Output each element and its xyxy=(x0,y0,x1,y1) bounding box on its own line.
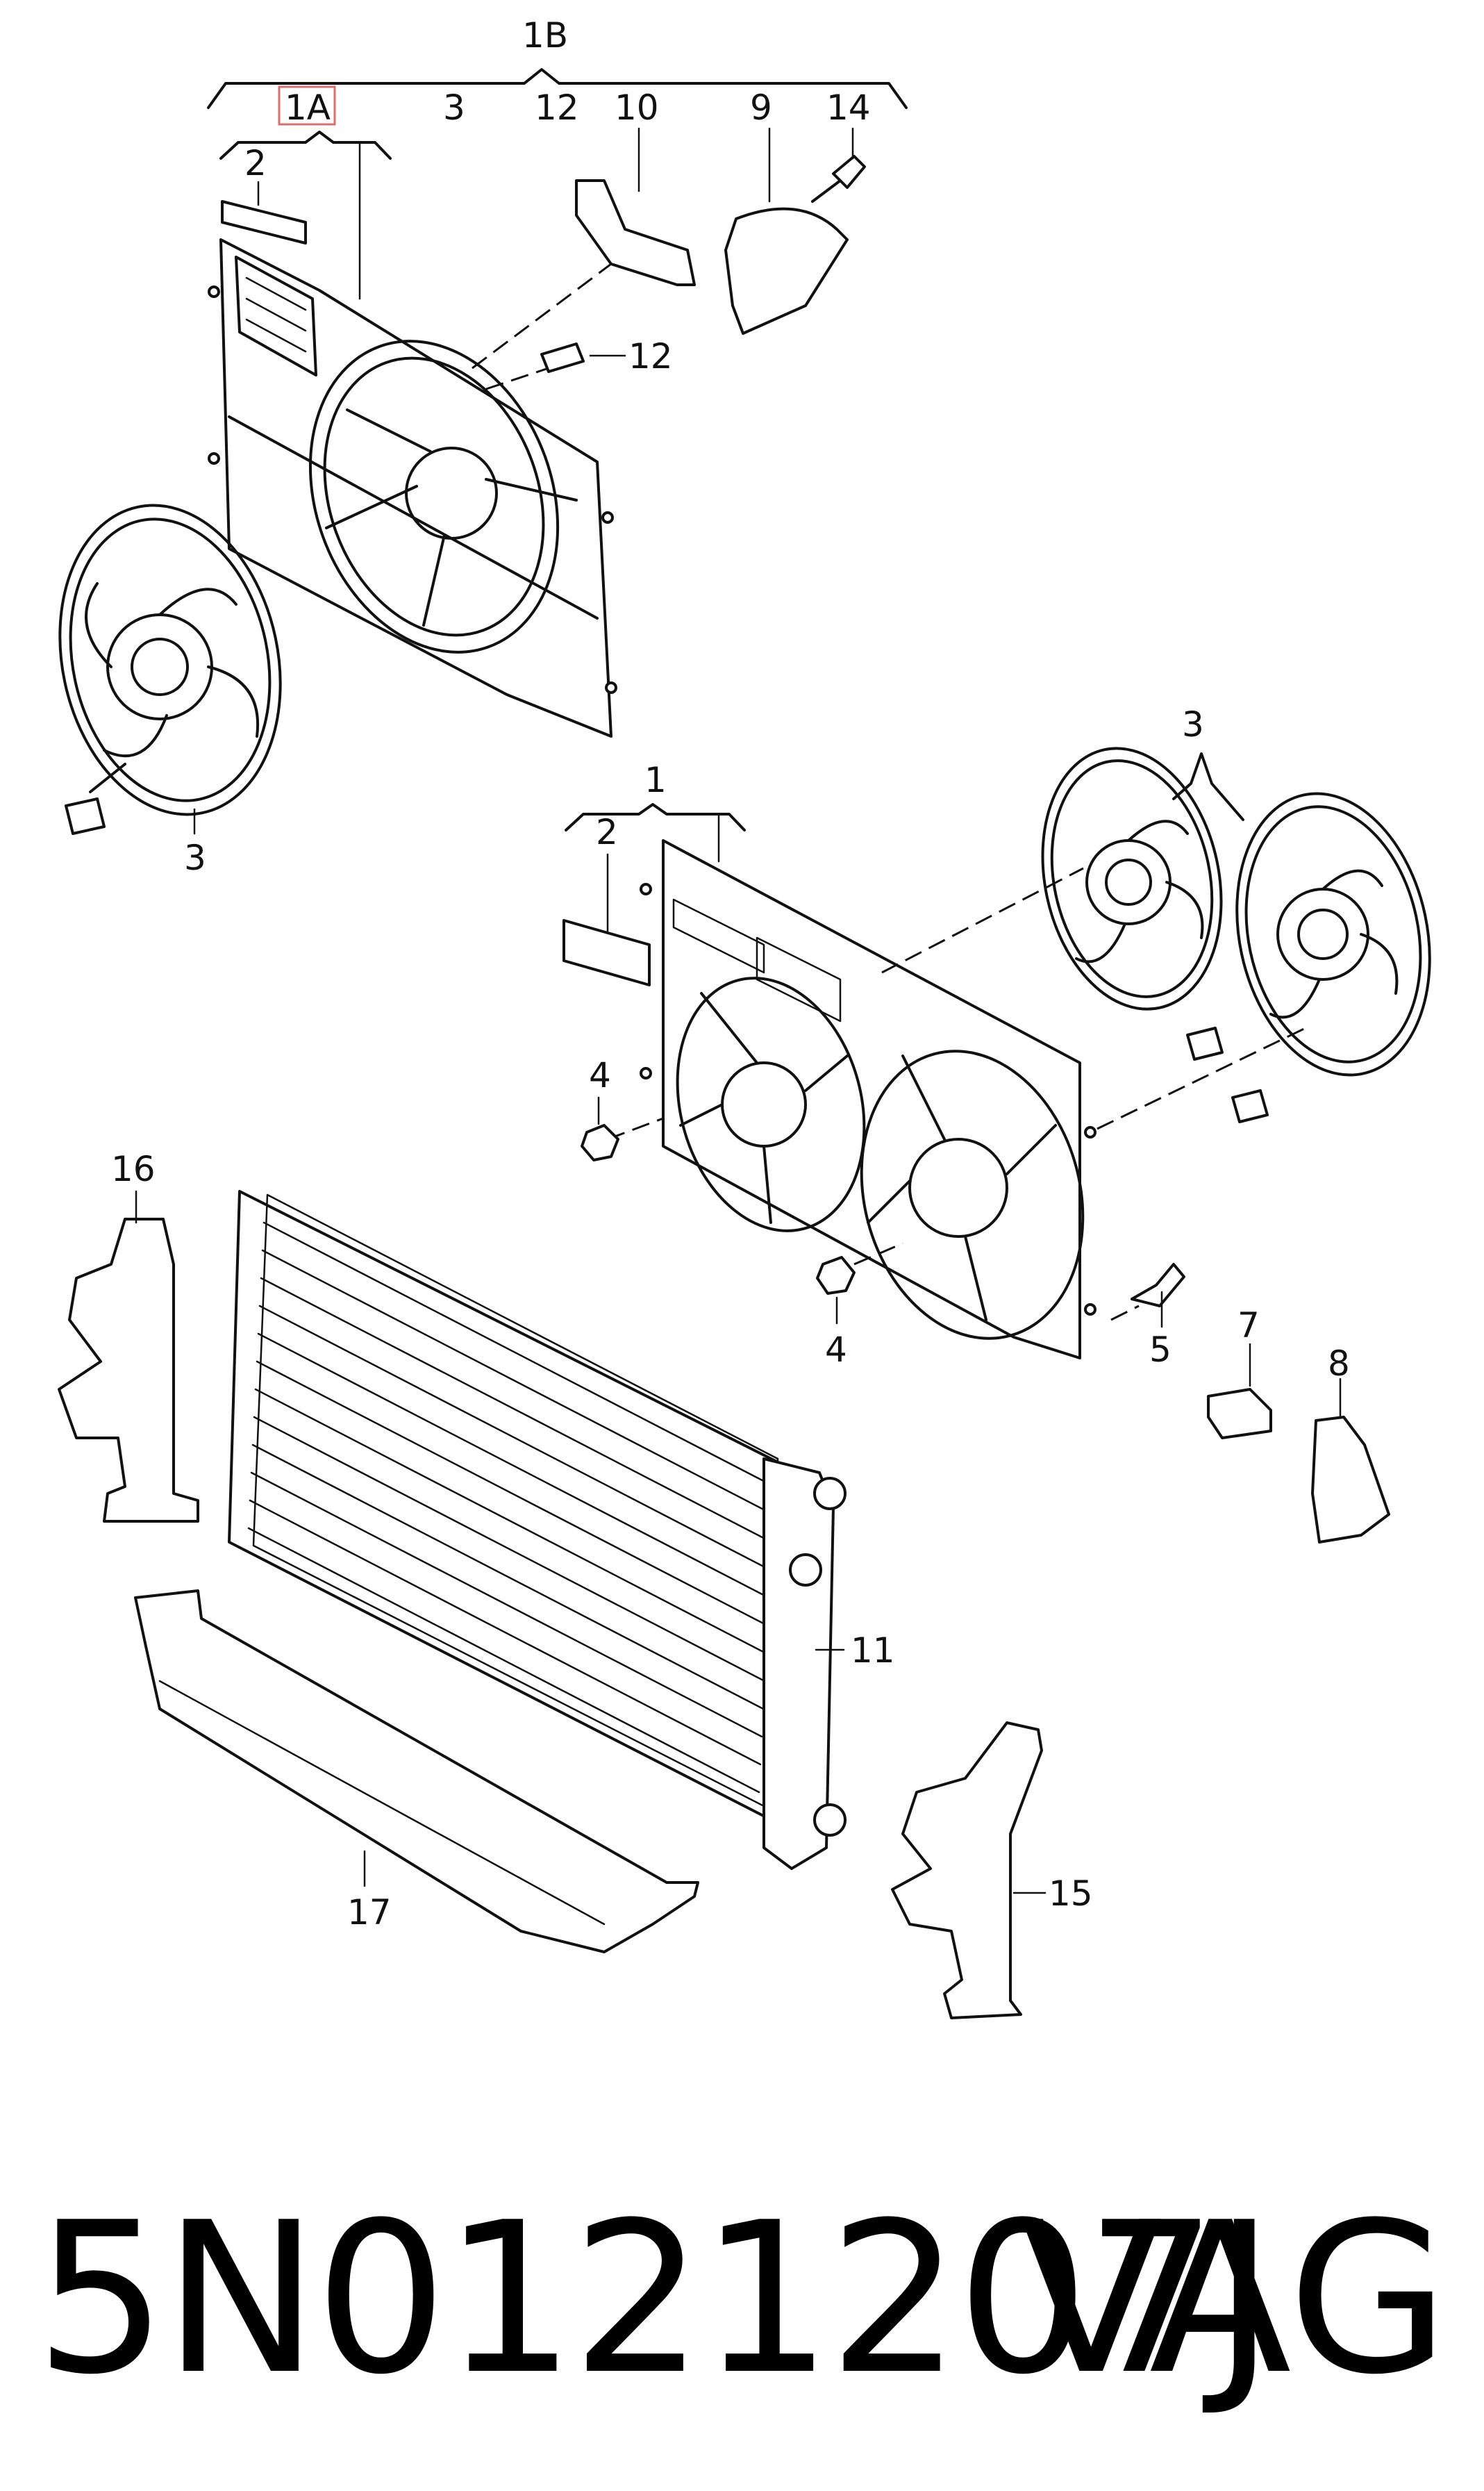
part-5-screw: 5 xyxy=(1110,1263,1185,1370)
footer: 5N0121207J VAG xyxy=(0,2174,1484,2424)
radiator-fins xyxy=(247,1221,776,1794)
callout-4-upper[interactable]: 4 xyxy=(589,1055,611,1095)
label-plate-2-top xyxy=(221,200,307,245)
group-bracket-1b: 1B 1A 3 12 10 9 14 2 xyxy=(207,15,908,300)
callout-8[interactable]: 8 xyxy=(1328,1343,1350,1384)
callout-16[interactable]: 16 xyxy=(111,1149,156,1189)
callout-15[interactable]: 15 xyxy=(1049,1873,1093,1914)
callout-11[interactable]: 11 xyxy=(851,1630,895,1671)
part-4-nut-upper: 4 xyxy=(581,1055,664,1161)
part-8-bracket: 8 xyxy=(1311,1343,1390,1544)
brand-name: VAG xyxy=(1019,2178,1449,2420)
part-12-screw: 12 xyxy=(485,336,673,390)
part-4-nut-lower: 4 xyxy=(816,1242,903,1370)
callout-3-left[interactable]: 3 xyxy=(184,838,206,878)
callout-10[interactable]: 10 xyxy=(615,88,659,128)
part-number: 5N0121207J xyxy=(35,2178,1275,2420)
part-15-air-guide: 15 xyxy=(891,1721,1093,2019)
callout-1a-highlight xyxy=(278,85,336,126)
part-14-screw xyxy=(811,127,866,203)
callout-7[interactable]: 7 xyxy=(1237,1305,1260,1346)
callout-12-screw[interactable]: 12 xyxy=(628,336,673,376)
callout-3-right[interactable]: 3 xyxy=(1182,704,1204,745)
fan-motor-left: 3 xyxy=(58,504,282,878)
group-bracket-1: 1 2 xyxy=(565,760,746,932)
fan-motor-right-pair: 3 xyxy=(1041,704,1431,1123)
part-7-clip: 7 xyxy=(1207,1305,1272,1439)
part-11-radiator: 11 xyxy=(228,1190,895,1870)
part-9-cover xyxy=(724,127,849,335)
part-10-bracket xyxy=(575,127,696,286)
fan-shroud-single xyxy=(208,238,617,738)
callout-17[interactable]: 17 xyxy=(347,1892,392,1933)
callout-12-top[interactable]: 12 xyxy=(535,88,579,128)
callout-3-top[interactable]: 3 xyxy=(443,88,465,128)
callout-9[interactable]: 9 xyxy=(750,88,772,128)
fan-shroud-double xyxy=(640,839,1097,1359)
callout-14[interactable]: 14 xyxy=(826,88,871,128)
label-plate-2-mid xyxy=(562,919,651,986)
callout-2-top[interactable]: 2 xyxy=(244,143,267,183)
part-17-air-duct: 17 xyxy=(134,1589,699,1953)
part-16-air-guide: 16 xyxy=(58,1149,199,1523)
callout-5[interactable]: 5 xyxy=(1149,1330,1172,1370)
callout-1a[interactable]: 1A xyxy=(285,88,331,128)
callout-1b[interactable]: 1B xyxy=(522,15,568,56)
callout-4-lower[interactable]: 4 xyxy=(825,1330,847,1370)
callout-2-mid[interactable]: 2 xyxy=(596,812,618,852)
callout-1[interactable]: 1 xyxy=(644,760,667,800)
